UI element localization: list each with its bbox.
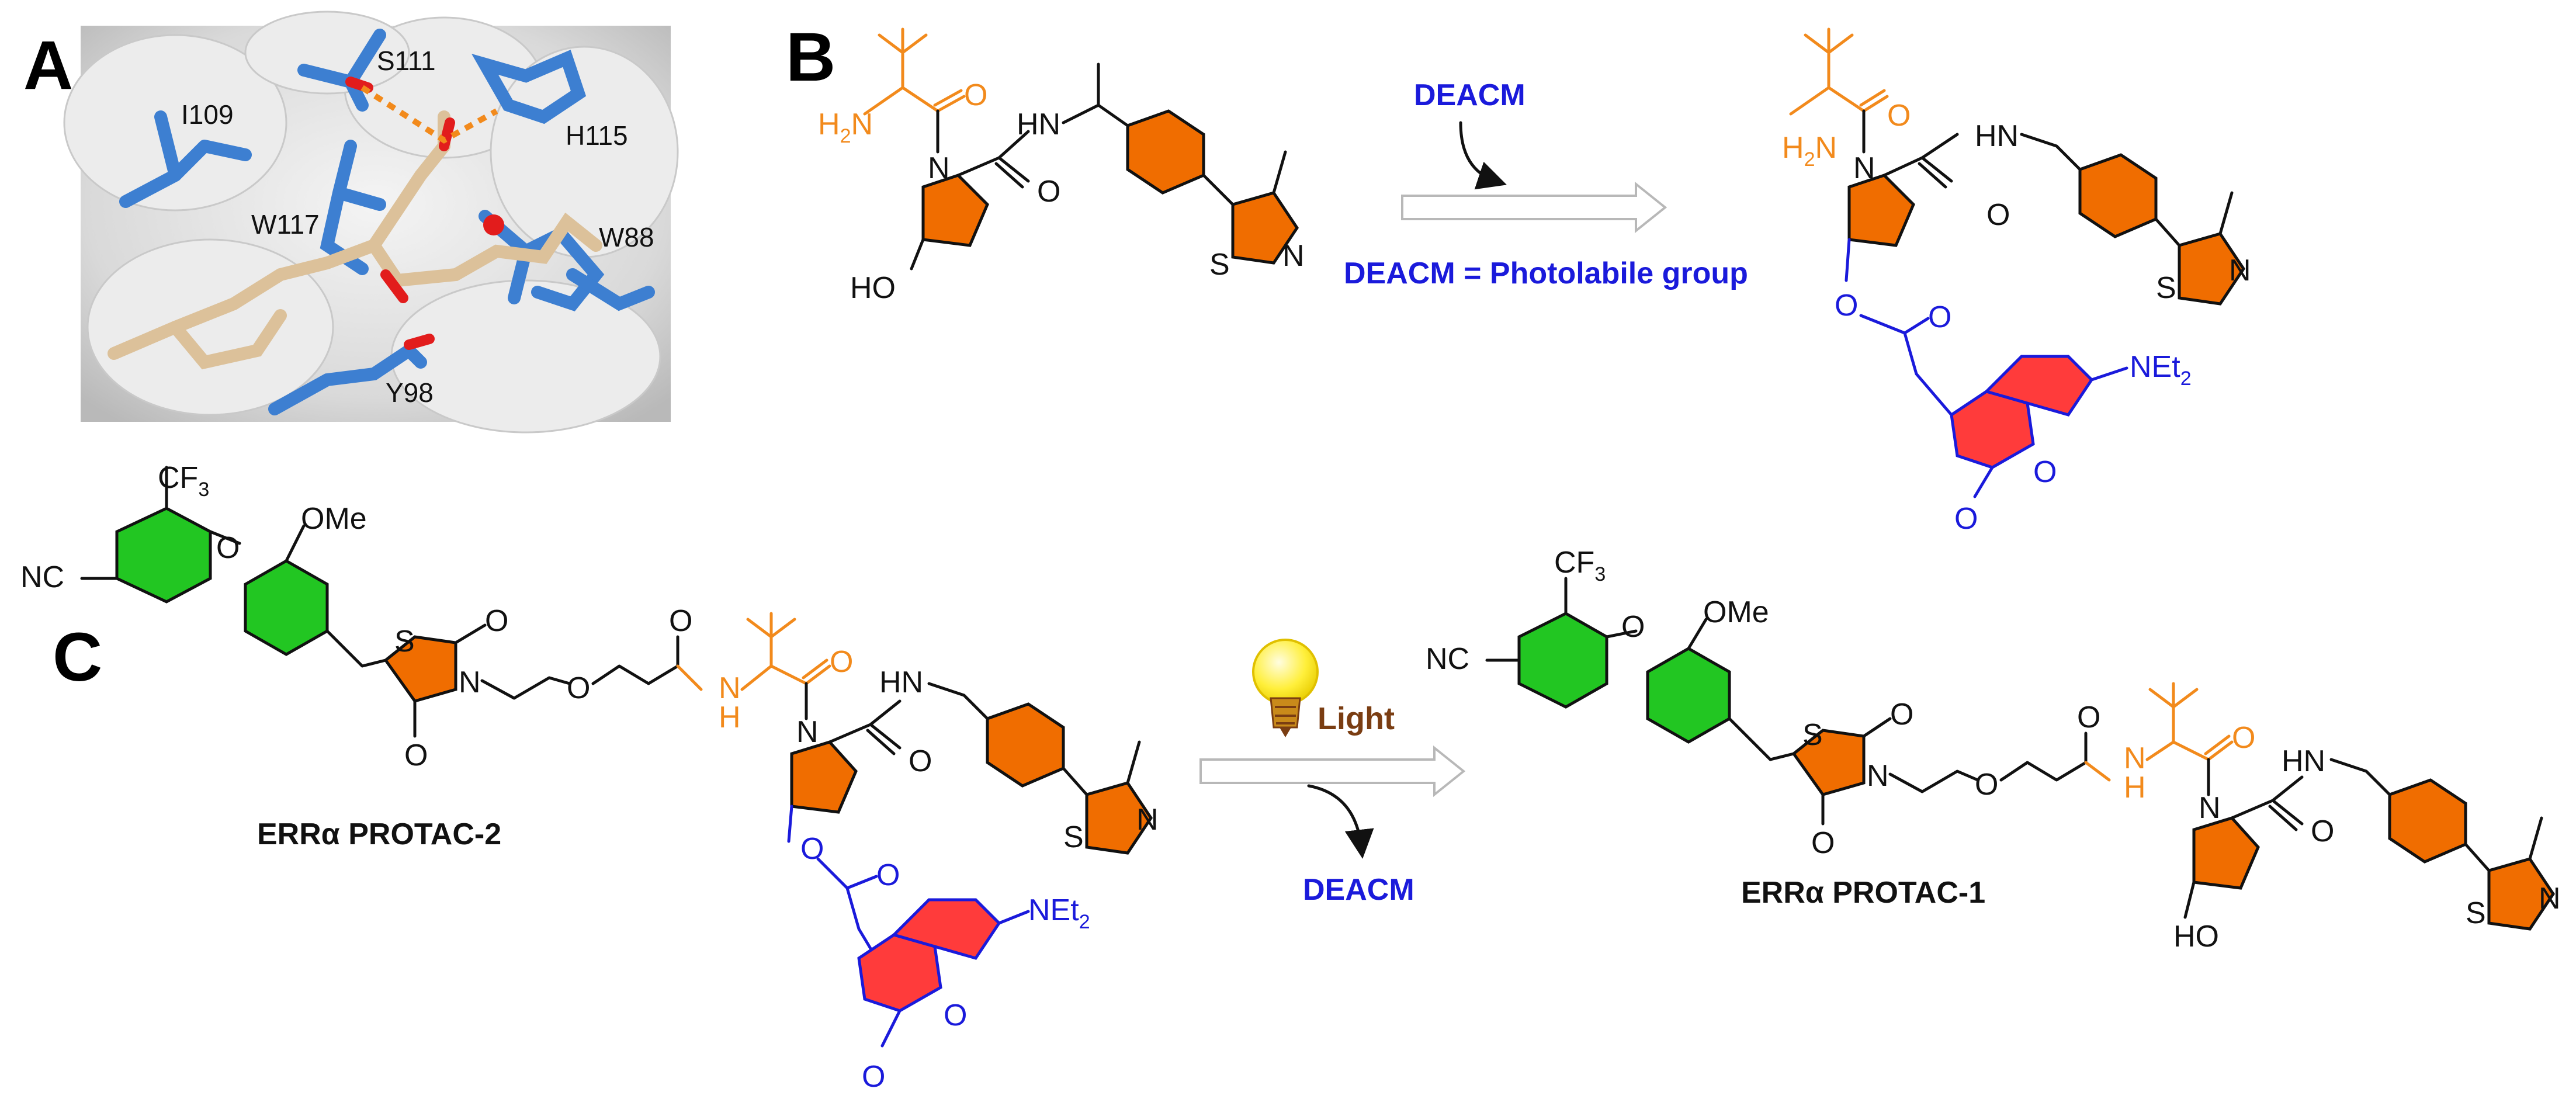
tzd-o2-l: O — [404, 739, 428, 772]
thiazole-n: N — [1282, 239, 1305, 273]
thiazole-n-r: N — [2539, 882, 2561, 916]
residue-i109: I109 — [181, 99, 234, 130]
released-deacm: DEACM — [1303, 873, 1414, 907]
ome-label-l: OMe — [301, 502, 367, 536]
reagent-label: DEACM — [1414, 78, 1526, 112]
protac-2-label: ERRα PROTAC-2 — [257, 817, 501, 851]
ome-label-r: OMe — [1703, 595, 1769, 629]
thiazole-n-b: N — [2229, 254, 2251, 287]
nh2-label-b: H2N — [1782, 131, 1837, 171]
protac-1-label: ERRα PROTAC-1 — [1741, 876, 1985, 910]
residue-h115: H115 — [566, 120, 628, 151]
tbu-carbonyl-o-l: O — [830, 645, 853, 679]
amide-o-l: O — [909, 744, 932, 778]
thiazole-n-l: N — [1136, 803, 1159, 837]
linker-o-l: O — [669, 604, 692, 638]
tzd-n-r: N — [1867, 759, 1889, 793]
vhl-ligand-left: H2N O N O HN S N HO — [818, 27, 1305, 305]
nc-label-l: NC — [20, 560, 64, 594]
residue-w117: W117 — [251, 209, 320, 240]
tzd-o1-l: O — [485, 604, 508, 638]
amide-o: O — [1037, 175, 1060, 209]
thiazole-s: S — [1209, 248, 1230, 282]
ether-o-r: O — [1621, 610, 1645, 644]
amide-hn-r: HN — [2282, 744, 2325, 778]
residue-s111: S111 — [377, 46, 436, 76]
cf3-label-r: CF3 — [1554, 546, 1606, 585]
tzd-o1-r: O — [1890, 698, 1913, 731]
linker-o-r: O — [2077, 701, 2100, 734]
ester-carbonyl-o: O — [1928, 300, 1951, 334]
coumarin-carbonyl-o-l: O — [862, 1060, 885, 1094]
residue-w88: W88 — [599, 222, 654, 252]
amide-o-b: O — [1986, 198, 2010, 232]
light-label: Light — [1318, 701, 1395, 736]
panel-a-letter: A — [23, 27, 73, 104]
carbonyl-o-b: O — [1887, 99, 1911, 133]
amide-hn-l: HN — [879, 665, 923, 699]
thiazole-s-b: S — [2156, 271, 2176, 305]
carbonyl-o: O — [964, 78, 987, 112]
net2-label-l: NEt2 — [1028, 893, 1090, 933]
nh2-label: H2N — [818, 108, 873, 147]
tzd-o2-r: O — [1811, 826, 1835, 860]
curved-arrow — [1459, 121, 1507, 190]
thiazole-s-l: S — [1063, 820, 1084, 854]
coumarin-ring-o: O — [2033, 455, 2057, 489]
tzd-s-r: S — [1802, 718, 1823, 752]
nc-label-r: NC — [1426, 642, 1469, 676]
vhl-ligand-protected: H2N O N O HN S N O O NEt2 O O — [1782, 27, 2251, 536]
ether-o-l: O — [216, 531, 240, 565]
reaction-arrow-c — [1199, 745, 1466, 798]
peg-o-r: O — [1975, 768, 1998, 802]
tzd-n-l: N — [459, 665, 481, 699]
tzd-s-l: S — [394, 625, 415, 658]
coumarin-carbonyl-o: O — [1954, 502, 1978, 536]
amide-hn-b: HN — [1975, 119, 2019, 153]
hydroxyl-r: HO — [2173, 920, 2219, 954]
coumarin-ring-o-l: O — [944, 999, 967, 1032]
cf3-label-l: CF3 — [158, 461, 209, 501]
pyrrolidine-n-r: N — [2199, 791, 2221, 825]
panel-c-letter: C — [53, 619, 102, 696]
net2-label-b: NEt2 — [2130, 350, 2192, 390]
hydroxyl: HO — [850, 271, 896, 305]
pyrrolidine-n-l: N — [796, 715, 819, 749]
tbu-carbonyl-o-r: O — [2232, 721, 2255, 755]
thiazole-s-r: S — [2466, 896, 2486, 930]
light-bulb-icon — [1252, 639, 1319, 737]
panel-b-letter: B — [786, 19, 835, 96]
residue-y98: Y98 — [386, 377, 434, 408]
reaction-arrow-b — [1401, 181, 1667, 234]
amide-hn: HN — [1017, 108, 1060, 141]
ester-o: O — [1835, 289, 1858, 323]
ester-carbonyl-o-l: O — [876, 858, 900, 892]
peg-o-l: O — [567, 671, 590, 705]
release-arrow — [1307, 784, 1374, 859]
deacm-definition: DEACM = Photolabile group — [1344, 256, 1748, 290]
amide-o-r: O — [2311, 814, 2334, 848]
protein-structure-panel: S111 I109 H115 W117 W88 Y98 — [63, 11, 679, 434]
